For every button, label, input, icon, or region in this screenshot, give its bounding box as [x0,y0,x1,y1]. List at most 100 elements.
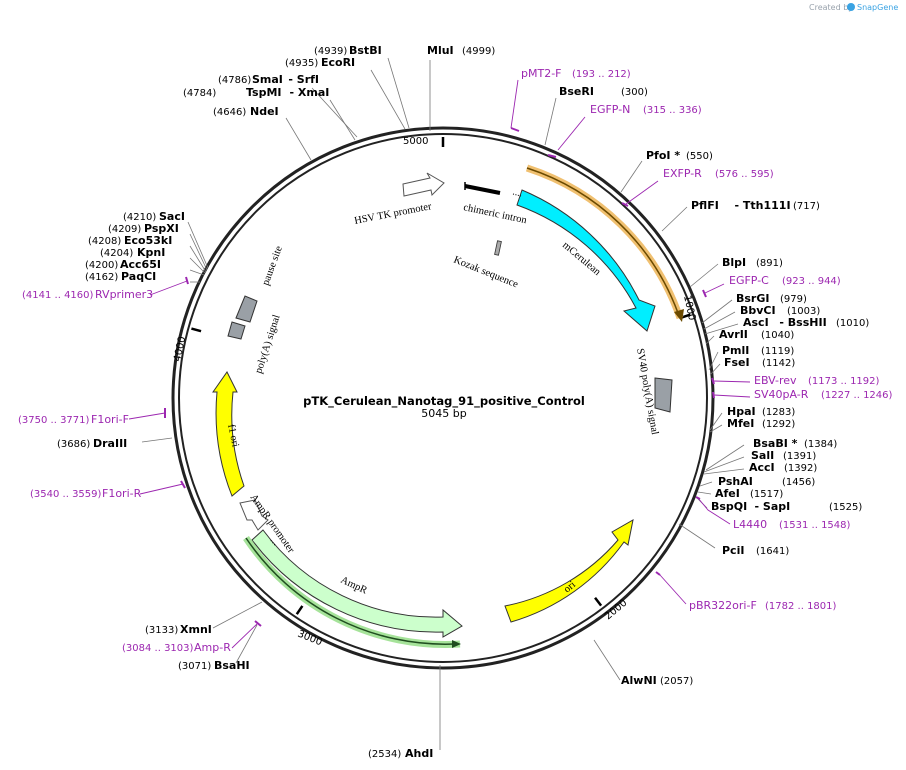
primer-leader-line [149,280,188,296]
enzyme-leader-line [705,444,745,471]
enzyme-site-label[interactable]: TspMI [246,86,282,99]
primer-label[interactable]: EGFP-N [590,103,630,116]
enzyme-site-position: (4208) [88,236,121,247]
enzyme-site-label[interactable]: XmnI [180,623,212,636]
enzyme-site-label-extra[interactable]: - Tth111I [735,199,791,212]
primer-range: (315 .. 336) [643,105,702,116]
primer-leader-line [659,574,687,605]
enzyme-site-label[interactable]: PaqCI [121,270,156,283]
enzyme-site-label[interactable]: DraIII [93,437,127,450]
enzyme-site-label[interactable]: BbvCI [740,304,776,317]
enzyme-site-position: (4999) [462,46,495,57]
label-hsv-tk-promoter: HSV TK promoter [353,201,433,227]
enzyme-leader-line [705,335,715,345]
enzyme-site-label[interactable]: MluI [427,44,454,57]
feature-egfp-arrowhead [674,309,684,322]
backbone-inner-ring [178,133,708,663]
enzyme-leader-line [189,269,205,276]
enzyme-leader-line [703,468,745,475]
enzyme-site-label[interactable]: BlpI [722,256,746,269]
enzyme-site-label[interactable]: SalI [751,449,774,462]
tick-label: 4000 [172,335,188,362]
enzyme-site-label[interactable]: BsaBI * [753,437,798,450]
primer-label[interactable]: EBV-rev [754,374,797,387]
enzyme-site-label[interactable]: PmlI [722,344,749,357]
enzyme-site-label[interactable]: PciI [722,544,744,557]
enzyme-site-label[interactable]: KpnI [137,246,165,259]
enzyme-site-position: (300) [621,87,648,98]
enzyme-site-label[interactable]: PfoI * [646,149,680,162]
enzyme-site-label-extra[interactable]: - SapI [755,500,791,513]
enzyme-leader-line [678,523,716,549]
enzyme-leader-line [697,491,712,495]
enzyme-site-label[interactable]: SmaI [252,73,283,86]
enzyme-site-position: (891) [756,258,783,269]
feature-egfp-arrow [526,167,679,314]
enzyme-site-label-extra[interactable]: - BssHII [779,316,826,329]
primer-site-mark [547,154,557,158]
primer-leader-line [139,483,184,495]
enzyme-site-label[interactable]: MfeI [727,417,754,430]
enzyme-site-position: (4786) [218,75,251,86]
enzyme-site-label[interactable]: SacI [159,210,185,223]
primer-label[interactable]: RVprimer3 [95,288,153,301]
tick-mark [191,327,202,333]
enzyme-site-label[interactable]: PspXI [144,222,179,235]
enzyme-site-label[interactable]: NdeI [250,105,279,118]
enzyme-site-label[interactable]: AccI [749,461,775,474]
site-labels: MluI(4999)BstBI(4939)EcoRI(4935)SmaI- Sr… [18,44,893,760]
enzyme-site-label[interactable]: BspQI [711,500,747,513]
enzyme-site-label[interactable]: AvrII [719,328,748,341]
feature-mcerulean[interactable] [516,189,656,332]
primer-range: (1173 .. 1192) [808,376,880,387]
enzyme-site-label[interactable]: AhdI [405,747,433,760]
enzyme-site-label[interactable]: AscI [743,316,769,329]
enzyme-site-label[interactable]: HpaI [727,405,756,418]
enzyme-site-position: (1392) [784,463,817,474]
enzyme-leader-line [387,57,410,129]
primer-leader-line [510,79,519,129]
primer-label[interactable]: F1ori-F [91,413,129,426]
feature-ampr[interactable] [251,529,463,638]
primer-range: (576 .. 595) [715,169,774,180]
enzyme-site-label[interactable]: BsaHI [214,659,250,672]
enzyme-site-label-extra[interactable]: - SrfI [288,73,319,86]
primer-label[interactable]: Amp-R [194,641,231,654]
enzyme-leader-line [329,99,356,141]
primer-label[interactable]: L4440 [733,518,767,531]
enzyme-site-label[interactable]: BstBI [349,44,382,57]
enzyme-site-label-extra[interactable]: - XmaI [290,86,330,99]
enzyme-leader-line [689,263,719,288]
enzyme-site-label[interactable]: EcoRI [321,56,355,69]
primer-label[interactable]: SV40pA-R [754,388,809,401]
label-kozak-sequence: Kozak sequence [452,255,520,291]
primer-range: (1227 .. 1246) [821,390,893,401]
enzyme-leader-line [544,97,557,146]
enzyme-site-position: (3133) [145,625,178,636]
enzyme-site-label[interactable]: PshAI [718,475,753,488]
enzyme-site-label[interactable]: AfeI [715,487,740,500]
enzyme-site-label[interactable]: AlwNI [621,674,657,687]
enzyme-leader-line [141,437,173,443]
enzyme-site-position: (4209) [108,224,141,235]
enzyme-site-label[interactable]: Acc65I [120,258,161,271]
primer-range: (3750 .. 3771) [18,415,90,426]
enzyme-site-position: (1142) [762,358,795,369]
primer-label[interactable]: F1ori-R [102,487,142,500]
enzyme-site-label[interactable]: PflFI [691,199,719,212]
primer-site-mark [712,391,715,399]
enzyme-site-position: (1517) [750,489,783,500]
feature-ori[interactable] [504,519,634,623]
feature-f1-ori[interactable] [212,371,245,497]
primer-label[interactable]: EXFP-R [663,167,702,180]
primer-label[interactable]: EGFP-C [729,274,769,287]
plasmid-title-block: pTK_Cerulean_Nanotag_91_positive_Control… [303,394,585,420]
enzyme-site-label[interactable]: FseI [724,356,750,369]
enzyme-site-position: (1384) [804,439,837,450]
enzyme-site-label[interactable]: BsrGI [736,292,769,305]
enzyme-site-label[interactable]: Eco53kI [124,234,172,247]
primer-label[interactable]: pMT2-F [521,67,562,80]
enzyme-site-position: (550) [686,151,713,162]
primer-label[interactable]: pBR322ori-F [689,599,757,612]
enzyme-site-label[interactable]: BseRI [559,85,594,98]
